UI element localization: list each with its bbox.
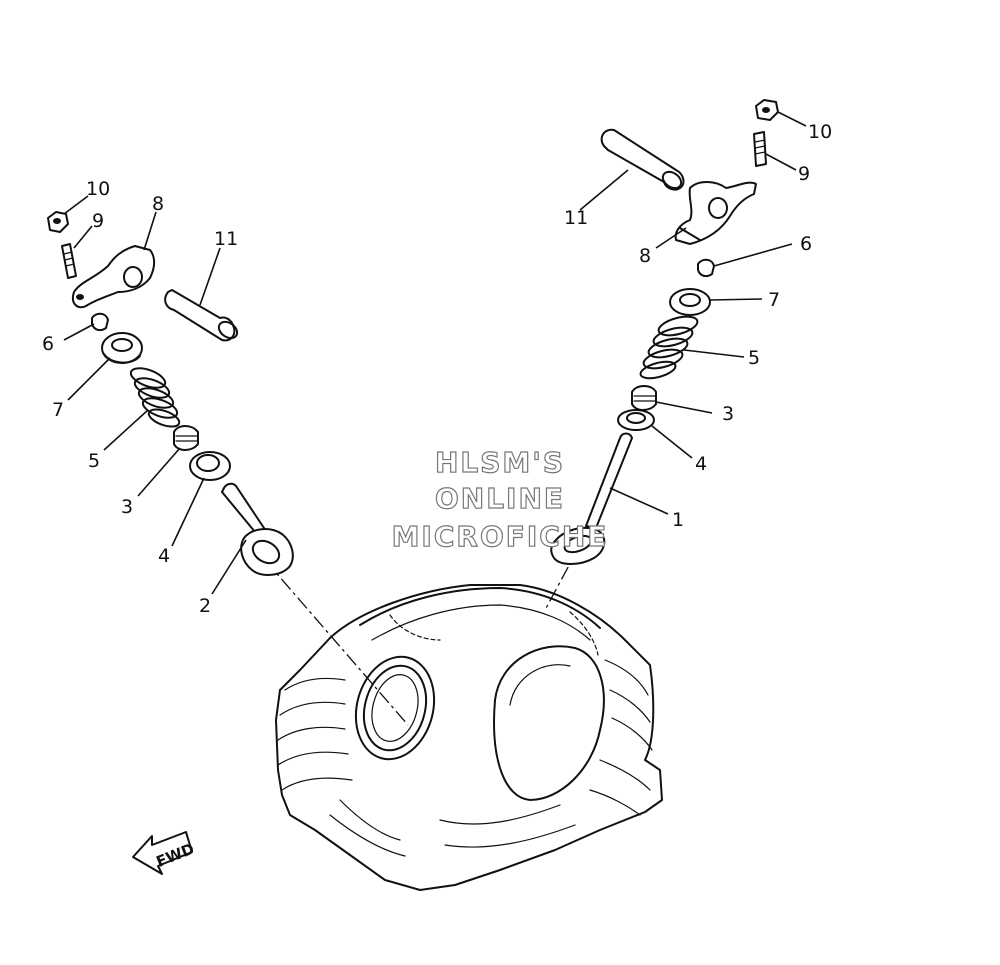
callout-left-adjusting-screw: 9 — [92, 210, 104, 232]
exhaust-valve-axis — [264, 559, 409, 726]
cylinder-head — [275, 584, 663, 891]
right-spring-seat — [617, 409, 655, 431]
callout-numbers: 10 9 8 11 6 7 5 3 4 2 10 9 11 8 6 7 5 3 … — [42, 121, 832, 617]
intake-valve — [550, 432, 633, 565]
left-valve-spring — [129, 367, 181, 428]
callout-right-cotter: 6 — [800, 233, 812, 255]
callout-right-adjusting-screw: 9 — [798, 163, 810, 185]
left-adjusting-nut — [47, 211, 69, 233]
right-adjusting-nut — [755, 99, 779, 121]
watermark-line-1: HLSM'S — [435, 446, 565, 479]
callout-intake-valve: 1 — [672, 509, 684, 531]
left-rocker-shaft — [164, 289, 239, 342]
callout-left-rocker-shaft: 11 — [214, 228, 238, 250]
leader-lines — [63, 111, 807, 595]
callout-right-spring-seat: 4 — [695, 453, 707, 475]
left-cotter — [91, 312, 109, 332]
right-rocker-shaft — [600, 128, 685, 191]
watermark: HLSM'S ONLINE MICROFICHE — [391, 445, 609, 553]
left-spring-seat — [189, 451, 231, 481]
right-valve-spring — [639, 315, 699, 380]
callout-left-rocker-arm: 8 — [152, 193, 164, 215]
right-retainer — [669, 288, 711, 316]
left-stem-seal — [173, 425, 199, 451]
exhaust-valve — [221, 482, 294, 576]
watermark-line-2: ONLINE — [435, 482, 565, 515]
callout-left-spring: 5 — [88, 450, 100, 472]
callout-right-adjusting-nut: 10 — [808, 121, 832, 143]
callout-right-stem-seal: 3 — [722, 403, 734, 425]
callout-left-stem-seal: 3 — [121, 496, 133, 518]
callout-left-cotter: 6 — [42, 333, 54, 355]
right-stem-seal — [631, 385, 657, 411]
callout-left-adjusting-nut: 10 — [86, 178, 110, 200]
left-rocker-arm — [72, 245, 156, 309]
left-adjusting-screw — [61, 243, 77, 279]
callout-right-retainer: 7 — [768, 289, 780, 311]
callout-exhaust-valve: 2 — [199, 595, 211, 617]
callout-left-retainer: 7 — [52, 399, 64, 421]
right-rocker-arm — [674, 181, 757, 245]
right-cotter — [697, 258, 715, 278]
fwd-direction-arrow: FWD — [132, 831, 197, 875]
watermark-line-3: MICROFICHE — [392, 520, 609, 553]
right-adjusting-screw — [753, 131, 767, 167]
left-retainer — [101, 332, 143, 364]
callout-right-rocker-arm: 8 — [639, 245, 651, 267]
callout-right-rocker-shaft: 11 — [564, 207, 588, 229]
callout-left-spring-seat: 4 — [158, 545, 170, 567]
callout-right-spring: 5 — [748, 347, 760, 369]
